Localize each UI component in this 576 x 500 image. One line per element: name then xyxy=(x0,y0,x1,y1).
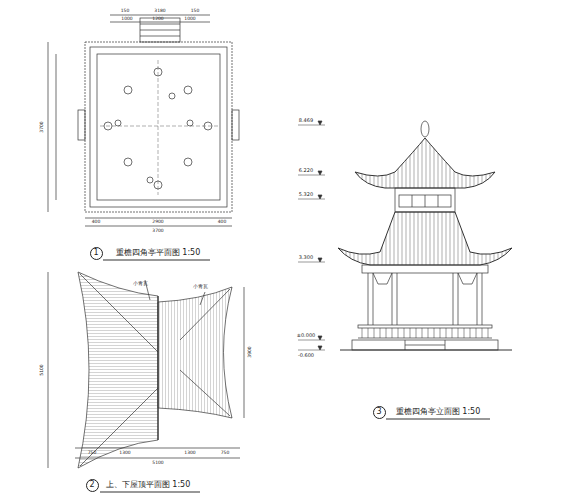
callout-number: 2 xyxy=(89,481,94,489)
dimension: 3700 xyxy=(40,121,45,132)
dimension: 5100 xyxy=(152,461,163,466)
dimension: 1300 xyxy=(184,451,195,456)
dimension: 1300 xyxy=(119,451,130,456)
dimension: 150 xyxy=(191,9,200,14)
dimension: 5100 xyxy=(40,364,45,375)
level-mark: 8.469 xyxy=(299,118,313,123)
dimension: 750 xyxy=(221,451,230,456)
view-number-circle: 2 xyxy=(86,479,99,492)
dimension: 1000 xyxy=(184,17,195,22)
dimension: 3700 xyxy=(152,229,163,234)
dimension: 150 xyxy=(121,9,130,14)
view-number-circle: 3 xyxy=(373,406,386,419)
dimension: 400 xyxy=(92,220,101,225)
dimension: 2900 xyxy=(152,220,163,225)
view-title: 重檐四角亭平面图 1:50 xyxy=(116,249,201,257)
callout-number: 1 xyxy=(93,249,98,257)
elevation-view xyxy=(298,121,512,350)
material-label: 小青瓦 xyxy=(133,281,148,286)
view-title: 重檐四角亭立面图 1:50 xyxy=(396,408,481,416)
dimension: 3900 xyxy=(248,346,253,357)
dimension: 3180 xyxy=(154,9,165,14)
level-mark: 5.320 xyxy=(299,192,313,197)
level-mark: -0.600 xyxy=(298,353,314,358)
view-number-circle: 1 xyxy=(90,247,103,260)
roof-plan xyxy=(48,272,244,468)
dimension: 1000 xyxy=(121,17,132,22)
plan-view xyxy=(48,15,239,226)
level-mark: 6.220 xyxy=(299,168,313,173)
material-label: 小青瓦 xyxy=(193,284,208,289)
view-title: 上、下屋顶平面图 1:50 xyxy=(106,481,191,489)
dimension: 1200 xyxy=(152,17,163,22)
dimension: 750 xyxy=(88,451,97,456)
callout-number: 3 xyxy=(376,408,381,416)
dimension: 400 xyxy=(218,220,227,225)
level-mark: 3.300 xyxy=(299,255,313,260)
level-mark: ±0.000 xyxy=(297,333,316,338)
